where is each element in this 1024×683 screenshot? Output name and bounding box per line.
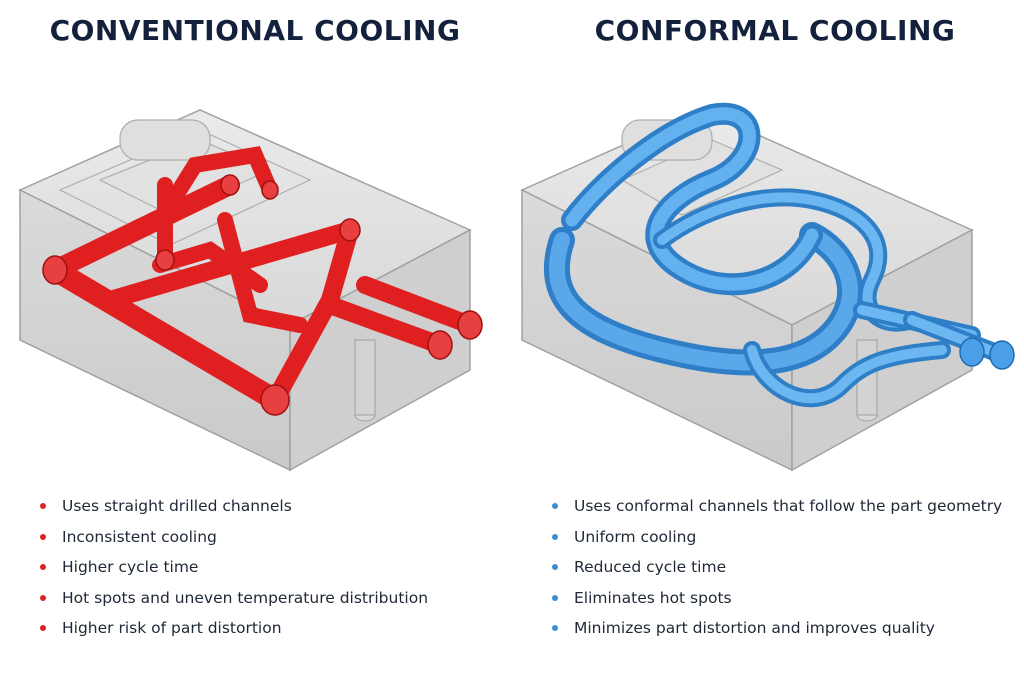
list-item: Higher risk of part distortion: [40, 616, 428, 647]
list-item: Inconsistent cooling: [40, 525, 428, 556]
bullet-dot: [40, 625, 46, 631]
list-item: Uses conformal channels that follow the …: [552, 494, 1002, 525]
bullet-dot: [40, 533, 46, 540]
bullet-dot: [40, 594, 46, 601]
conventional-panel: CONVENTIONAL COOLING: [18, 14, 483, 647]
conventional-title: CONVENTIONAL COOLING: [49, 14, 461, 47]
conformal-panel: CONFORMAL COOLING: [512, 0, 1024, 683]
bullet-dot: [40, 503, 46, 509]
bullet-dot: [40, 564, 46, 570]
bullet-dot: [552, 625, 558, 631]
conformal-title: CONFORMAL COOLING: [594, 14, 956, 47]
list-item: Minimizes part distortion and improves q…: [552, 616, 1002, 647]
list-item: Reduced cycle time: [552, 555, 1002, 586]
list-item: Uses straight drilled channels: [40, 494, 428, 525]
straight-drilled-channels: [44, 146, 479, 411]
bullet-dot: [552, 503, 558, 509]
list-item: Eliminates hot spots: [552, 586, 1002, 617]
list-item: Uniform cooling: [552, 525, 1002, 556]
bullet-dot: [552, 564, 558, 570]
channel-ports: [42, 174, 483, 416]
list-item: Higher cycle time: [40, 555, 428, 586]
conventional-bullet-list: Uses straight drilled channels Inconsist…: [40, 494, 428, 647]
conformal-mold-illustration: [520, 102, 1015, 472]
bullet-dot: [552, 594, 558, 601]
bullet-dot: [552, 533, 558, 540]
list-item: Hot spots and uneven temperature distrib…: [40, 586, 428, 617]
conventional-mold-illustration: [18, 109, 483, 472]
conformal-bullet-list: Uses conformal channels that follow the …: [552, 494, 1002, 647]
conformal-channels: [544, 102, 1011, 408]
channel-ports: [959, 337, 1015, 370]
